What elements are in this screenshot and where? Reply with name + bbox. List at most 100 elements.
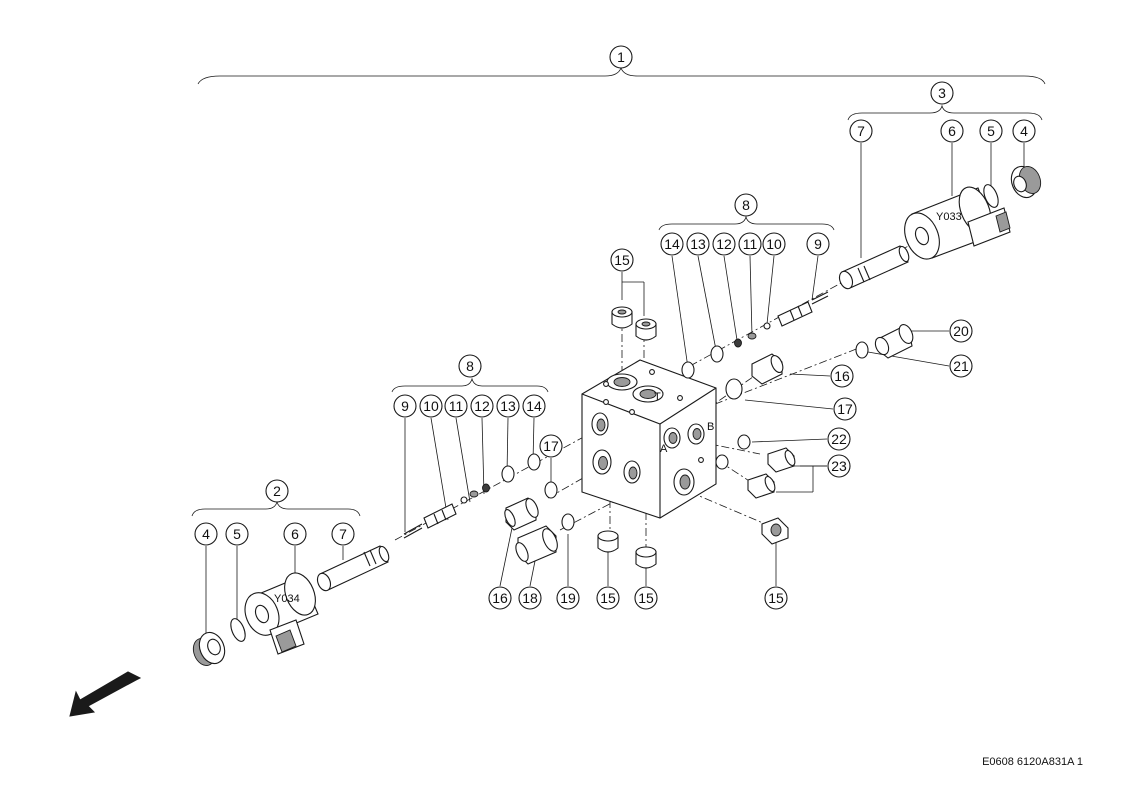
svg-text:21: 21 <box>953 358 969 374</box>
callout-15-bottom-right: 15 <box>634 586 658 610</box>
svg-text:16: 16 <box>492 590 508 606</box>
callout-1: 1 <box>609 45 633 69</box>
valve-cartridge-upper <box>777 291 829 327</box>
svg-text:6: 6 <box>291 526 299 542</box>
callout-16-lower: 16 <box>488 586 512 610</box>
callout-9-lower: 9 <box>393 394 417 418</box>
valve-kit-8-upper-brace <box>658 215 835 231</box>
callout-12-upper: 12 <box>712 232 736 256</box>
callout-16-right: 16 <box>830 364 854 388</box>
callout-15-bottom-left: 15 <box>596 586 620 610</box>
callout-7-upper: 7 <box>849 119 873 143</box>
callout-9-upper: 9 <box>806 232 830 256</box>
o-ring-5-upper <box>983 184 999 208</box>
svg-text:11: 11 <box>743 236 758 252</box>
fitting-18 <box>515 525 558 565</box>
o-ring-19 <box>561 513 575 531</box>
o-ring-22-a <box>737 434 751 450</box>
o-ring-17-right <box>725 378 743 400</box>
plug-15-top-right <box>635 318 657 341</box>
callout-18: 18 <box>518 586 542 610</box>
svg-text:8: 8 <box>742 197 750 213</box>
solenoid-tube-lower <box>316 545 390 592</box>
svg-text:10: 10 <box>766 236 782 252</box>
callout-3: 3 <box>930 81 954 105</box>
fitting-23-a <box>767 447 796 473</box>
svg-text:6: 6 <box>948 123 956 139</box>
spring-11-lower <box>469 490 479 498</box>
coil-nut-upper <box>1010 165 1042 199</box>
valve-cartridge-lower <box>403 503 457 539</box>
plug-15-top-left <box>611 306 633 329</box>
o-ring-13-lower <box>501 465 515 483</box>
callout-23: 23 <box>827 454 851 478</box>
o-ring-22-b <box>715 454 729 470</box>
plug-15-bottom-left <box>597 530 619 553</box>
svg-text:5: 5 <box>987 123 995 139</box>
o-ring-21 <box>855 341 869 359</box>
svg-text:4: 4 <box>1020 123 1028 139</box>
svg-text:15: 15 <box>600 590 616 606</box>
svg-text:3: 3 <box>938 85 946 101</box>
svg-text:7: 7 <box>857 123 865 139</box>
ball-10-lower <box>460 496 468 504</box>
spring-11-upper <box>747 332 757 340</box>
solenoid-label-upper: Y033 <box>936 211 962 223</box>
svg-text:20: 20 <box>953 323 969 339</box>
svg-text:8: 8 <box>466 358 474 374</box>
svg-text:15: 15 <box>638 590 654 606</box>
document-reference: E0608 6120A831A 1 <box>982 756 1083 768</box>
block-port-letter-t: T <box>654 391 661 403</box>
callout-8-lower: 8 <box>458 354 482 378</box>
callout-10-lower: 10 <box>419 394 443 418</box>
coil-nut-lower <box>192 631 226 666</box>
valve-block: A B T <box>581 359 717 519</box>
callout-13-lower: 13 <box>496 394 520 418</box>
o-ring-14-upper <box>681 361 695 379</box>
callout-8-upper: 8 <box>734 193 758 217</box>
svg-text:15: 15 <box>768 590 784 606</box>
assembly-1-brace <box>197 66 1046 85</box>
svg-text:5: 5 <box>233 526 241 542</box>
svg-text:16: 16 <box>834 368 850 384</box>
fitting-16-right <box>751 353 784 385</box>
svg-text:9: 9 <box>814 236 822 252</box>
seal-12-upper <box>734 338 742 348</box>
svg-text:23: 23 <box>831 458 847 474</box>
fitting-16-lower <box>504 497 539 531</box>
block-port-letter-b: B <box>707 421 714 433</box>
svg-text:22: 22 <box>831 431 847 447</box>
seal-12-lower <box>482 483 490 493</box>
callout-10-upper: 10 <box>762 232 786 256</box>
callout-7-lower: 7 <box>331 522 355 546</box>
svg-text:1: 1 <box>617 49 625 65</box>
svg-text:17: 17 <box>543 438 559 454</box>
svg-text:13: 13 <box>500 398 516 414</box>
callout-12-lower: 12 <box>470 394 494 418</box>
svg-text:11: 11 <box>449 398 464 414</box>
callout-4-lower: 4 <box>194 522 218 546</box>
callout-6-lower: 6 <box>283 522 307 546</box>
o-ring-5-lower <box>230 618 246 642</box>
fitting-20 <box>874 323 914 359</box>
svg-text:7: 7 <box>339 526 347 542</box>
solenoid-coil-lower: Y034 <box>244 572 319 655</box>
assembly-3-brace <box>847 104 1043 121</box>
svg-text:4: 4 <box>202 526 210 542</box>
svg-text:9: 9 <box>401 398 409 414</box>
callout-14-upper: 14 <box>660 232 684 256</box>
callout-17-right: 17 <box>833 397 857 421</box>
svg-text:18: 18 <box>522 590 538 606</box>
orientation-arrow <box>69 671 142 717</box>
svg-text:2: 2 <box>273 483 281 499</box>
plug-15-right <box>761 517 789 545</box>
solenoid-coil-upper: Y033 <box>904 186 1011 260</box>
callout-22: 22 <box>827 427 851 451</box>
callout-14-lower: 14 <box>522 394 546 418</box>
callout-5-upper: 5 <box>979 119 1003 143</box>
callout-15-right: 15 <box>764 586 788 610</box>
svg-text:12: 12 <box>474 398 490 414</box>
callout-6-upper: 6 <box>940 119 964 143</box>
leader-lines <box>205 143 1025 640</box>
